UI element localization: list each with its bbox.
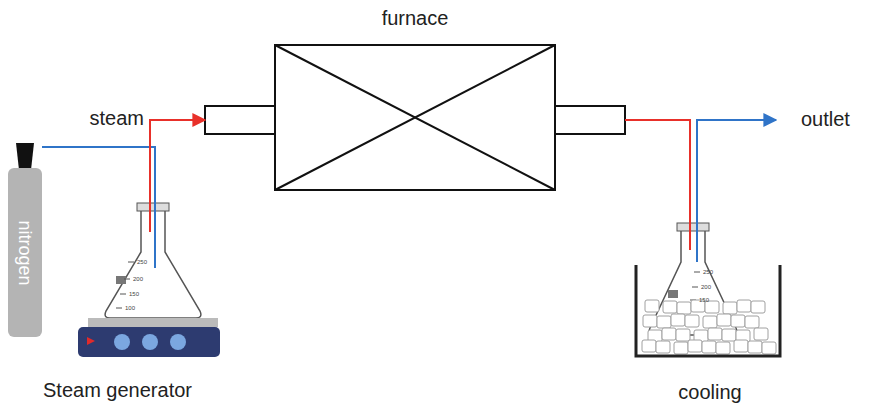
graduation-mark: 250 <box>137 259 147 266</box>
graduation-mark: 200 <box>701 284 711 291</box>
furnace-tube <box>205 45 625 190</box>
flow-label: steam <box>90 106 144 130</box>
ice-bath <box>636 265 780 356</box>
graduation-mark: 150 <box>699 297 709 304</box>
graduation-mark: 250 <box>703 269 713 276</box>
graduation-mark: 100 <box>125 305 135 312</box>
ice-cubes <box>642 300 776 354</box>
steam-flask <box>105 203 201 318</box>
node-label: Steam generator <box>43 378 192 402</box>
graduation-mark: 200 <box>133 276 143 283</box>
flow-line <box>42 147 155 200</box>
gas-cylinder <box>8 143 42 337</box>
node-label: nitrogen <box>13 220 37 285</box>
furnace: furnace <box>205 6 625 192</box>
outlet-label: outlet <box>801 107 850 131</box>
cooling-flask <box>649 205 737 335</box>
outlet-arrow <box>697 120 776 262</box>
cooling-unit: cooling <box>630 205 790 408</box>
hotplate <box>78 318 220 357</box>
steam-generator: Steam generator <box>10 200 225 408</box>
node-label: furnace <box>382 6 449 30</box>
inlet-tubes <box>150 200 155 268</box>
flow-line <box>150 120 205 200</box>
flow-line <box>625 120 690 205</box>
node-label: cooling <box>678 380 741 404</box>
gas-cylinder-label: nitrogen <box>8 143 42 337</box>
graduation-mark: 150 <box>129 291 139 298</box>
